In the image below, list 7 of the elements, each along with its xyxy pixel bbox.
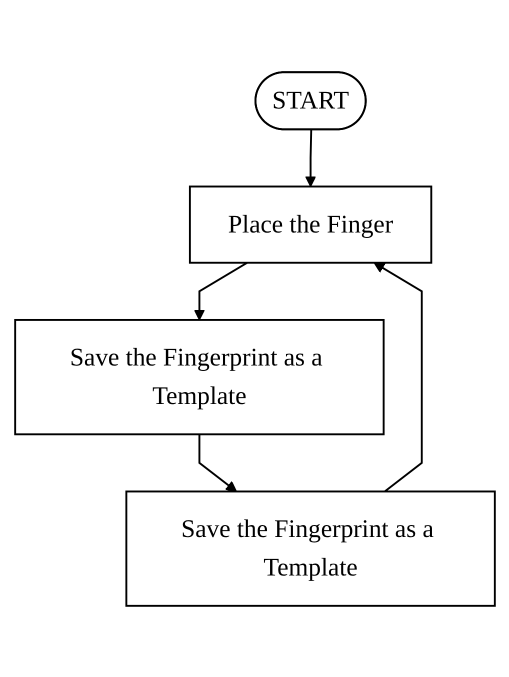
node-box	[124, 490, 496, 606]
node-box	[188, 185, 432, 264]
node-box	[14, 318, 384, 435]
arrow	[304, 129, 316, 187]
arrow	[193, 261, 248, 320]
arrow	[198, 434, 236, 492]
arrow	[373, 262, 422, 492]
